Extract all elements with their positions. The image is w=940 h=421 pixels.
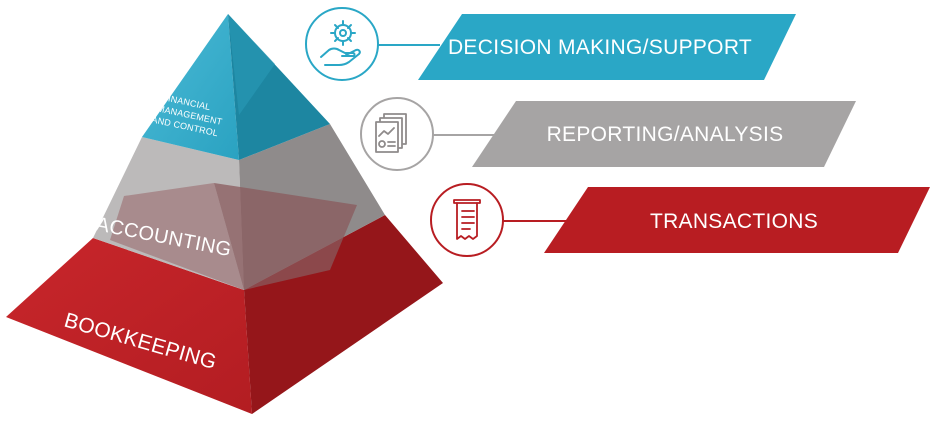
band-reporting-shape: [472, 101, 856, 167]
receipt-icon: [453, 199, 481, 240]
accounting-inner-back-left: [110, 183, 244, 290]
band-transactions-label: TRANSACTIONS: [650, 210, 818, 233]
financial-left-face: [142, 14, 239, 160]
band-decision-label: DECISION MAKING/SUPPORT: [448, 36, 752, 59]
bookkeeping-left-face: [6, 238, 252, 414]
financial-right-highlight: [228, 14, 275, 115]
band-reporting-label: REPORTING/ANALYSIS: [547, 123, 784, 146]
hand-gear-icon: [320, 20, 361, 66]
pyramid-tier-financial-management: [142, 14, 330, 160]
accounting-inner-back-right: [214, 183, 357, 290]
band-reporting-analysis: REPORTING/ANALYSIS: [360, 97, 856, 171]
pyramid: FINANCIAL MANAGEMENT AND CONTROL ACCOUNT…: [6, 14, 443, 414]
band-decision-making: DECISION MAKING/SUPPORT: [305, 7, 796, 81]
band-transactions-shape: [544, 187, 930, 253]
report-chart-icon: [375, 113, 407, 153]
band-decision-shape: [418, 14, 796, 80]
band-transactions-icon-circle: [430, 183, 504, 257]
band-transactions: TRANSACTIONS: [430, 183, 930, 257]
pyramid-tier-accounting: [93, 118, 385, 290]
